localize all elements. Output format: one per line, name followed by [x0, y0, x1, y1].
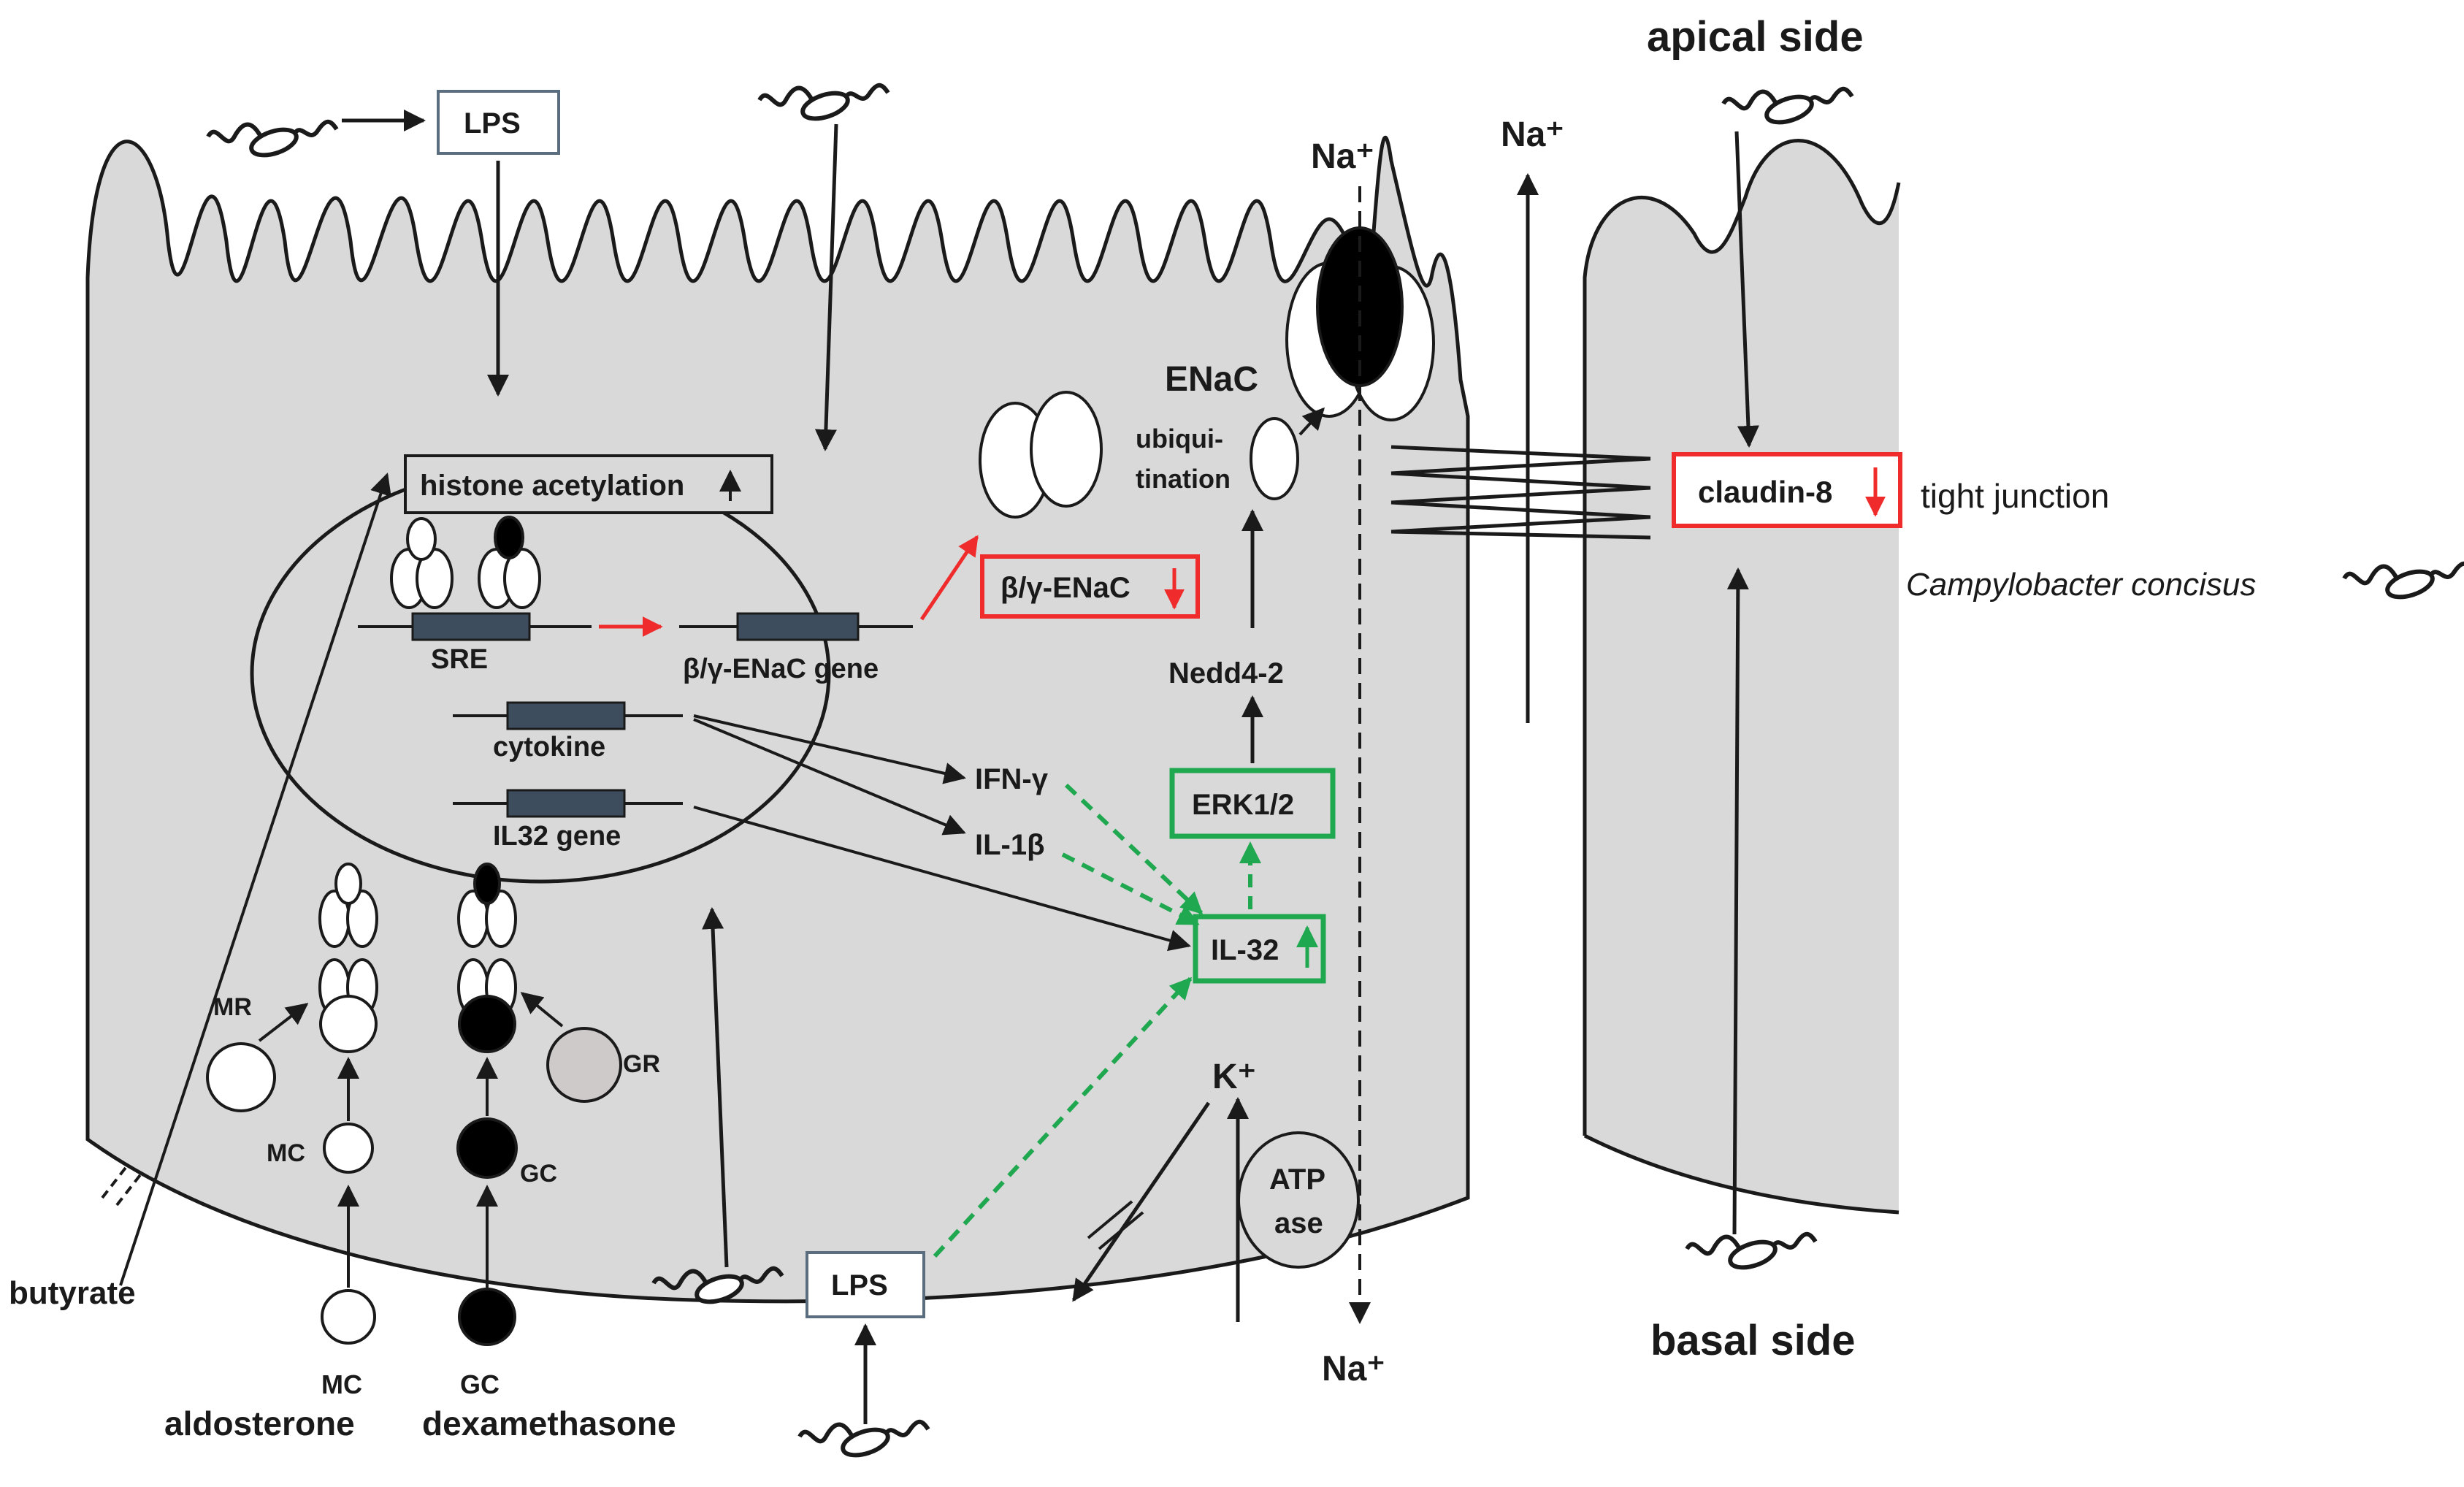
- gc-ligand: [456, 1117, 518, 1179]
- gr-label: GR: [623, 1050, 660, 1078]
- dexamethasone-label: dexamethasone: [422, 1404, 676, 1442]
- il32-box: IL-32: [1193, 914, 1326, 984]
- gr-receptor-stack: [457, 863, 517, 1053]
- bacterium-icon: [208, 122, 337, 160]
- enac-gene-element: [736, 612, 860, 641]
- basal-side-label: basal side: [1650, 1317, 1855, 1364]
- tight-junction-label: tight junction: [1921, 477, 2109, 515]
- il32-label: IL-32: [1211, 934, 1279, 966]
- il32-gene-element: [506, 789, 626, 818]
- sre-receptor-complex: [390, 516, 541, 609]
- histone-acetylation-box: histone acetylation: [404, 454, 773, 514]
- cytokine-label: cytokine: [493, 732, 605, 762]
- mc-ligand: [323, 1123, 374, 1174]
- lps-bottom-box: LPS: [806, 1251, 925, 1318]
- bacterium-icon: [760, 85, 888, 123]
- claudin-label: claudin-8: [1698, 475, 1832, 509]
- erk-label: ERK1/2: [1192, 789, 1294, 821]
- enac-down-box: β/γ-ENaC: [980, 554, 1200, 619]
- gr-receptor: [546, 1027, 622, 1103]
- lps-top-box: LPS: [437, 90, 560, 155]
- mr-receptor-stack: [318, 863, 378, 1053]
- ifn-label: IFN-γ: [975, 763, 1049, 795]
- cytokine-gene-element: [506, 701, 626, 730]
- aldosterone-label: aldosterone: [164, 1404, 355, 1442]
- butyrate-arrow: [119, 473, 391, 1286]
- apical-side-label: apical side: [1647, 13, 1864, 61]
- sre-label: SRE: [431, 644, 488, 675]
- enac-box-label: β/γ-ENaC: [1000, 572, 1130, 604]
- gene-to-enac-arrow: [919, 535, 979, 621]
- enac-channel: [1285, 226, 1435, 421]
- mr-label: MR: [213, 993, 252, 1021]
- tight-junction-strands: [1390, 445, 1651, 540]
- atp-label-1: ATP: [1269, 1163, 1325, 1196]
- enac-label: ENaC: [1165, 360, 1258, 399]
- enac-subunits: [979, 391, 1103, 519]
- mr-receptor: [206, 1042, 276, 1112]
- enac-gene-label: β/γ-ENaC gene: [683, 654, 879, 684]
- gc-label: GC: [520, 1160, 557, 1188]
- lps-bottom-label: LPS: [831, 1269, 888, 1301]
- na-bottom: Na⁺: [1322, 1350, 1385, 1388]
- atp-label-2: ase: [1274, 1207, 1323, 1239]
- ubiquitination-label-1: ubiqui-: [1136, 424, 1223, 454]
- mc-bottom-label: MC: [321, 1369, 362, 1399]
- histone-label: histone acetylation: [420, 470, 684, 502]
- ubiquitinated-enac: [1250, 417, 1299, 500]
- atpase-pump: [1237, 1131, 1360, 1269]
- mc-label: MC: [267, 1139, 305, 1167]
- erk-box: ERK1/2: [1169, 768, 1336, 839]
- right-cell: [1583, 139, 1901, 1215]
- k-label: K⁺: [1212, 1058, 1256, 1096]
- gc-bottom-label: GC: [460, 1369, 500, 1399]
- bacterium-icon: [800, 1422, 928, 1460]
- sre-element: [411, 612, 531, 641]
- butyrate-label: butyrate: [9, 1275, 136, 1311]
- il32-gene-label: IL32 gene: [493, 821, 621, 852]
- na-top-left: Na⁺: [1311, 137, 1374, 176]
- il1b-label: IL-1β: [975, 829, 1045, 861]
- ubiquitination-label-2: tination: [1136, 464, 1231, 494]
- na-top-right: Na⁺: [1501, 115, 1564, 154]
- bacterium-legend-icon: [2344, 564, 2464, 602]
- mc-ligand-outside: [321, 1289, 376, 1345]
- bacterium-name-label: Campylobacter concisus: [1906, 567, 2256, 603]
- claudin-box: claudin-8: [1672, 452, 1902, 528]
- bacterium-icon: [1723, 89, 1852, 127]
- bacterium-icon: [1687, 1234, 1816, 1272]
- nedd-label: Nedd4-2: [1168, 657, 1284, 689]
- lps-top-label: LPS: [464, 107, 521, 139]
- gc-ligand-outside: [458, 1288, 516, 1346]
